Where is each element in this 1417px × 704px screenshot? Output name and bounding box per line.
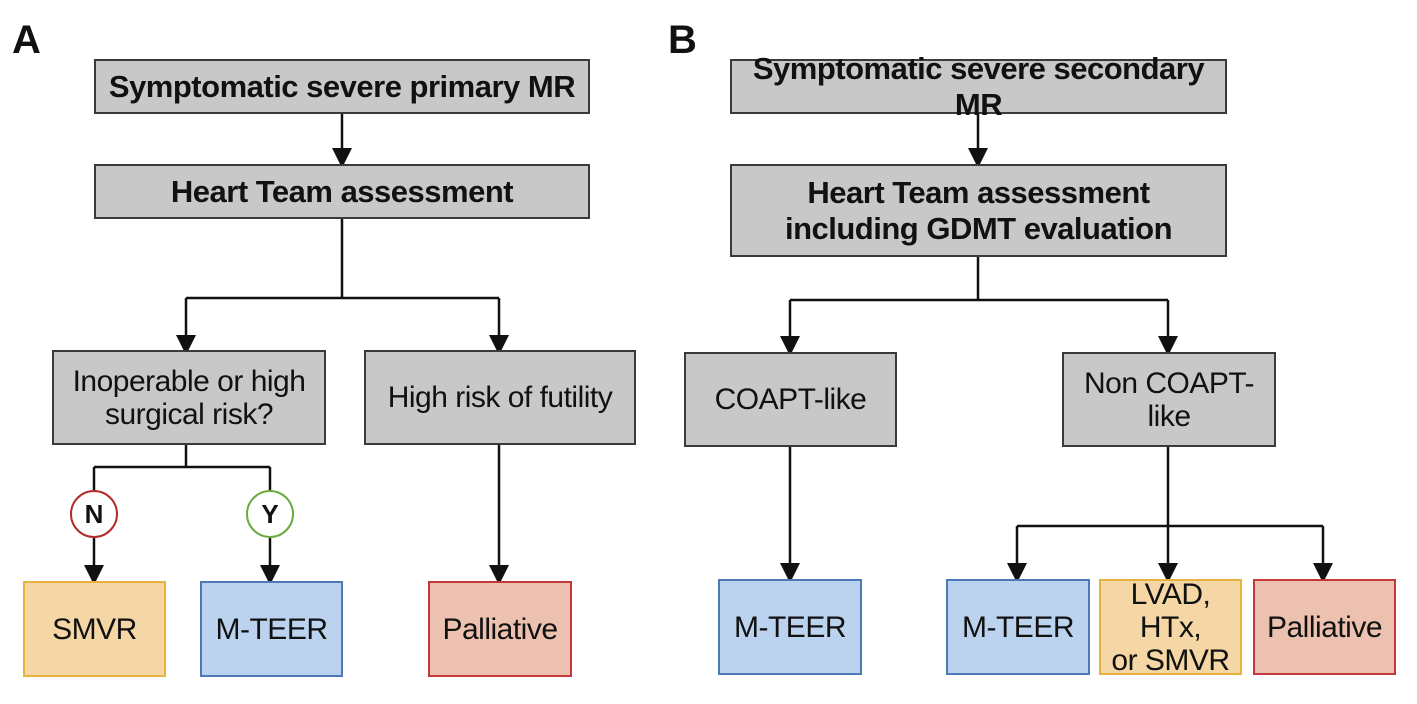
panel-a-label: A: [12, 18, 41, 62]
a-palliative-box: Palliative: [428, 581, 572, 677]
a-top-box: Symptomatic severe primary MR: [94, 59, 590, 114]
b-top-box: Symptomatic severe secondary MR: [730, 51, 1227, 122]
a-assessment-box: Heart Team assessment: [94, 164, 590, 219]
b-lvad-box: LVAD, HTx, or SMVR: [1099, 578, 1242, 677]
yes-badge: Y: [246, 490, 294, 538]
b-palliative-box: Palliative: [1253, 579, 1396, 675]
b-coapt-box: COAPT-like: [684, 352, 897, 447]
b-mteer-box: M-TEER: [946, 579, 1090, 675]
a-operable-question-box: Inoperable or high surgical risk?: [52, 350, 326, 445]
b-non-coapt-box: Non COAPT-like: [1062, 352, 1276, 447]
b-assessment-box: Heart Team assessment including GDMT eva…: [730, 164, 1227, 257]
panel-b-label: B: [668, 18, 697, 62]
b-mteer-left-box: M-TEER: [718, 579, 862, 675]
a-smvr-box: SMVR: [23, 581, 166, 677]
a-futility-box: High risk of futility: [364, 350, 636, 445]
a-mteer-box: M-TEER: [200, 581, 343, 677]
no-badge: N: [70, 490, 118, 538]
